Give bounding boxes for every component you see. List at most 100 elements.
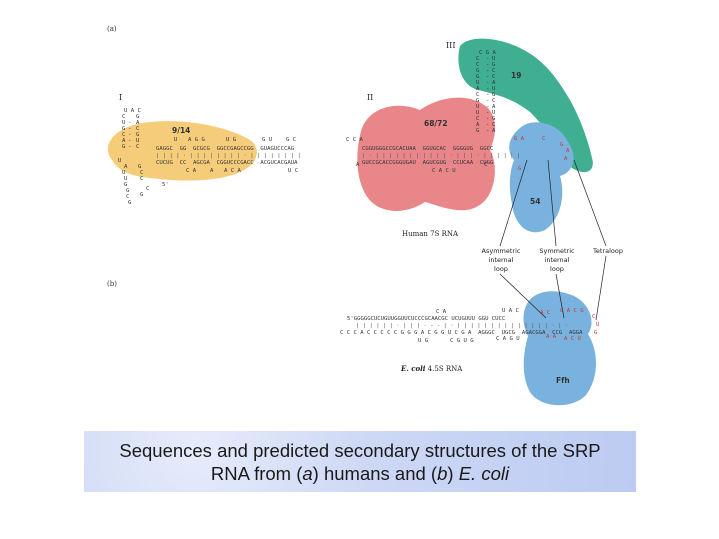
human-top-strand: GAGGC GG GCGCG GGCCGAGCCGG GUAGUCCCAG — [156, 146, 295, 152]
svg-text:C: C — [492, 68, 495, 74]
svg-text:A: A — [356, 162, 360, 168]
callout-tetraloop: Tetraloop — [592, 247, 623, 255]
svg-text:| | | | · | | | | | | |: | | | | · | | | | | | | | · | | | | | | … — [156, 153, 301, 159]
srp-rna-diagram: (a) (b) I II III IV 9/14 68/72 19 54 Ffh… — [107, 25, 623, 406]
human-mid-top-strand: CGGUGGGCCGCACUAA GGUGCAC GGGGUG GGCC — [362, 146, 493, 152]
svg-text:-: - — [486, 80, 489, 86]
svg-text:-: - — [486, 128, 489, 134]
svg-text:A G G: A G G — [188, 137, 205, 143]
svg-text:G: G — [594, 330, 598, 336]
svg-text:-: - — [128, 144, 131, 150]
svg-text:-: - — [486, 62, 489, 68]
svg-text:C: C — [140, 170, 143, 176]
svg-text:G C: G C — [286, 137, 296, 143]
svg-text:C: C — [492, 122, 495, 128]
svg-text:G: G — [492, 62, 496, 68]
ecoli-loops-red: A C C A C G CUG A A A C U — [540, 308, 599, 342]
svg-text:C: C — [136, 144, 139, 150]
svg-text:C: C — [592, 314, 595, 320]
svg-text:-: - — [486, 116, 489, 122]
svg-text:U: U — [476, 104, 479, 110]
protein-label-54: 54 — [530, 197, 540, 206]
svg-text:-: - — [486, 92, 489, 98]
svg-text:U: U — [476, 80, 479, 86]
svg-text:C: C — [126, 194, 129, 200]
svg-text:U G: U G — [226, 137, 237, 143]
svg-text:G: G — [140, 192, 144, 198]
svg-text:U: U — [122, 120, 125, 126]
domain-label-ii: II — [367, 93, 373, 102]
domain-label-i: I — [119, 93, 122, 102]
svg-text:U G: U G — [418, 338, 429, 344]
svg-text:U: U — [118, 158, 121, 164]
svg-text:C A: C A — [186, 168, 197, 174]
svg-text:A C: A C — [540, 310, 550, 316]
protein-9-14-blob — [107, 121, 257, 181]
svg-text:U: U — [492, 56, 495, 62]
human-mid-bottom-strand: GUCCGCACCGGGUGAU AGUCGUG CCUCAA CUGG — [362, 160, 494, 166]
svg-text:C A C G: C A C G — [560, 308, 584, 314]
svg-text:A C U: A C U — [564, 336, 581, 342]
ecoli-rna-label: E. coli 4.5S RNA — [400, 364, 463, 373]
svg-text:U: U — [122, 170, 125, 176]
svg-text:-: - — [486, 122, 489, 128]
svg-text:G: G — [128, 200, 132, 206]
svg-text:G: G — [476, 74, 480, 80]
caption-line-2: RNA from (a) humans and (b) E. coli — [210, 462, 510, 484]
svg-text:-: - — [128, 138, 131, 144]
svg-text:G: G — [122, 126, 126, 132]
svg-text:G A: G A — [514, 136, 525, 142]
svg-text:-: - — [486, 68, 489, 74]
svg-text:loop: loop — [550, 265, 564, 273]
svg-text:C: C — [146, 186, 149, 192]
svg-text:A C A: A C A — [224, 168, 241, 174]
svg-text:C A G U: C A G U — [496, 336, 520, 342]
svg-text:Asymmetric: Asymmetric — [482, 247, 521, 255]
svg-text:U: U — [492, 110, 495, 116]
svg-text:U: U — [596, 322, 599, 328]
svg-text:A: A — [122, 138, 126, 144]
svg-text:G: G — [136, 114, 140, 120]
svg-text:internal: internal — [489, 256, 514, 264]
svg-text:C: C — [136, 126, 139, 132]
svg-text:A: A — [566, 148, 570, 154]
human-bottom-strand: CUCUG CC AGCGA CGGUCCCGACC ACGUCACGAUA — [156, 160, 298, 166]
svg-text:A: A — [492, 128, 496, 134]
svg-text:Symmetric: Symmetric — [539, 247, 575, 255]
svg-text:C C A: C C A — [346, 137, 363, 143]
svg-text:C A C U: C A C U — [432, 168, 456, 174]
domain-iii-stem: C G A C-U C-G G-C G-C U-A A-U C-G G-C U-… — [476, 50, 496, 134]
svg-text:G: G — [126, 188, 130, 194]
svg-text:-: - — [486, 98, 489, 104]
svg-text:A: A — [124, 164, 128, 170]
svg-text:G U: G U — [262, 137, 272, 143]
svg-text:C G U G: C G U G — [450, 338, 474, 344]
caption-line-1: Sequences and predicted secondary struct… — [119, 439, 601, 461]
svg-text:G: G — [124, 182, 128, 188]
svg-text:A: A — [476, 86, 480, 92]
svg-text:G: G — [138, 164, 142, 170]
svg-text:C: C — [122, 114, 125, 120]
svg-text:C: C — [542, 136, 545, 142]
svg-text:A: A — [476, 122, 480, 128]
svg-text:U: U — [174, 137, 177, 143]
svg-text:Tetraloop: Tetraloop — [592, 247, 623, 255]
protein-label-19: 19 — [511, 71, 521, 80]
protein-68-72-blob — [357, 97, 496, 211]
protein-label-68-72: 68/72 — [424, 119, 448, 128]
svg-text:A A: A A — [546, 334, 557, 340]
svg-text:G: G — [476, 98, 480, 104]
svg-text:C: C — [476, 62, 479, 68]
panel-label-b: (b) — [107, 280, 117, 288]
svg-text:G: G — [518, 166, 522, 172]
domain-label-iii: III — [446, 41, 455, 50]
svg-text:G: G — [476, 68, 480, 74]
svg-text:C A: C A — [436, 309, 447, 315]
svg-text:U: U — [136, 138, 139, 144]
svg-text:A: A — [136, 120, 140, 126]
svg-text:U A C: U A C — [124, 108, 141, 114]
callout-asymmetric-loop: Asymmetric internal loop — [482, 247, 521, 273]
svg-text:U C: U C — [288, 168, 298, 174]
